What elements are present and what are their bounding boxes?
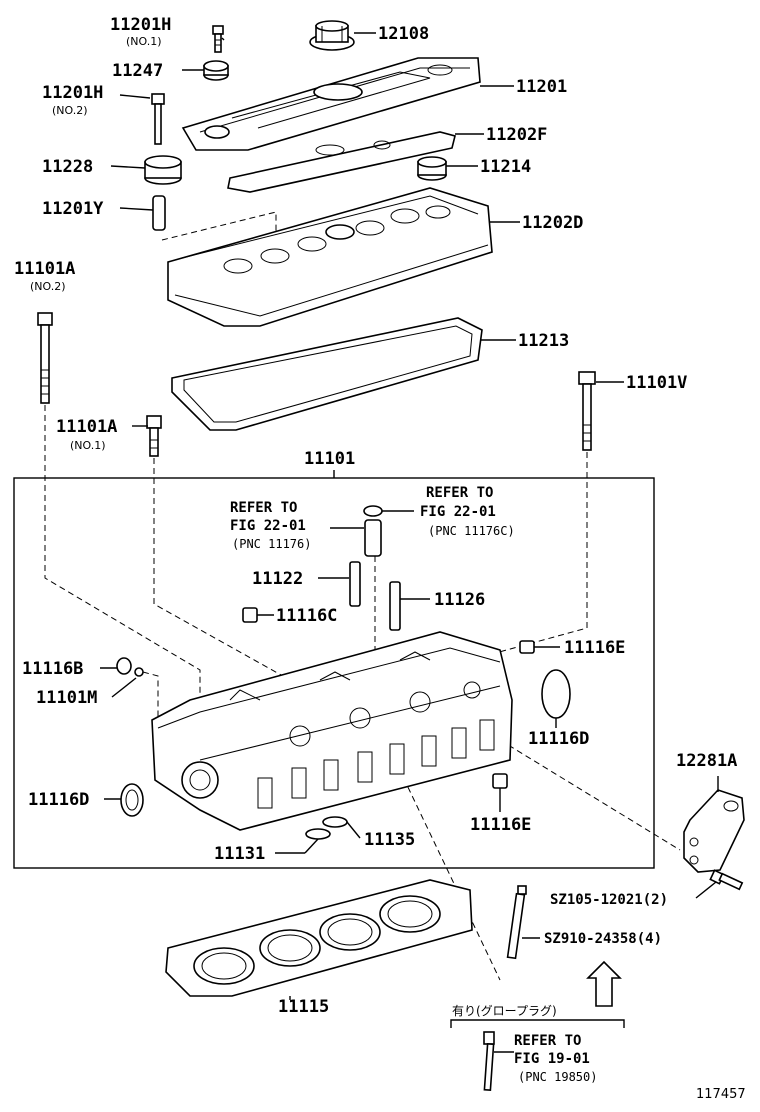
- part-label-11101m: 11101M: [36, 688, 97, 708]
- part-label-11116e-bottom: 11116E: [470, 815, 531, 835]
- standard-part-sz105: SZ105-12021(2): [550, 892, 668, 908]
- bolt-11101v-drawing: [578, 371, 596, 451]
- part-label-11247: 11247: [112, 61, 163, 81]
- part-note-11101a-no1: (NO.1): [70, 439, 106, 452]
- part-label-11116d-right: 11116D: [528, 729, 589, 749]
- head-cover-11201-drawing: [181, 57, 481, 151]
- part-label-11116d-left: 11116D: [28, 790, 89, 810]
- pin-11101m-drawing: [134, 667, 144, 677]
- bolt-sz105-drawing: [709, 869, 744, 891]
- glow-plug-note: 有り(グロープラグ): [452, 1004, 557, 1018]
- seal-11214-drawing: [417, 156, 447, 181]
- part-note-11201h-no1: (NO.1): [126, 35, 162, 48]
- part-label-11213: 11213: [518, 331, 569, 351]
- seal-11135-drawing: [322, 816, 348, 828]
- injector-seal-drawing: [363, 505, 383, 517]
- part-note-11201h-no2: (NO.2): [52, 104, 88, 117]
- plug-11116d-right-drawing: [541, 669, 571, 719]
- reference-2-line1: REFER TO: [426, 485, 493, 501]
- part-label-12281a: 12281A: [676, 751, 737, 771]
- grommet-11247-drawing: [203, 60, 229, 81]
- reference-3-line1: REFER TO: [514, 1033, 581, 1049]
- part-label-11228: 11228: [42, 157, 93, 177]
- part-note-11101a-no2: (NO.2): [30, 280, 66, 293]
- reference-2-line2: FIG 22-01: [420, 504, 496, 520]
- part-label-11135: 11135: [364, 830, 415, 850]
- reference-3-line3: (PNC 19850): [518, 1070, 597, 1084]
- cylinder-head-drawing: [151, 631, 513, 831]
- part-label-11101a-no2: 11101A: [14, 259, 75, 279]
- part-label-11201h-no2: 11201H: [42, 83, 103, 103]
- part-label-11115: 11115: [278, 997, 329, 1017]
- direction-arrow-up-icon: [586, 960, 622, 1007]
- seal-11116d-left-drawing: [120, 783, 144, 817]
- grommet-11228-drawing: [144, 155, 182, 185]
- plug-11116c-drawing: [242, 607, 258, 623]
- spacer-11201y-drawing: [152, 195, 166, 231]
- reference-1-line2: FIG 22-01: [230, 518, 306, 534]
- glow-plug-drawing: [483, 1031, 495, 1092]
- plug-11116e-top-drawing: [519, 640, 535, 654]
- reference-1-line1: REFER TO: [230, 500, 297, 516]
- gasket-11202f-drawing: [227, 131, 456, 193]
- part-label-11214: 11214: [480, 157, 531, 177]
- part-label-11131: 11131: [214, 844, 265, 864]
- gasket-11213-drawing: [171, 317, 483, 431]
- injector-sleeve-drawing: [364, 519, 382, 557]
- bolt-11101a-no1-drawing: [146, 415, 162, 457]
- part-label-11116c: 11116C: [276, 606, 337, 626]
- part-label-11116b: 11116B: [22, 659, 83, 679]
- plug-11116e-bottom-drawing: [492, 773, 508, 789]
- part-label-11201y: 11201Y: [42, 199, 104, 219]
- head-gasket-11115-drawing: [165, 879, 473, 997]
- part-label-11201h-no1: 11201H: [110, 15, 171, 35]
- reference-3-line2: FIG 19-01: [514, 1051, 590, 1067]
- illustration-code: 117457: [696, 1087, 746, 1102]
- sleeve-11122-drawing: [349, 561, 361, 607]
- reference-1-line3: (PNC 11176): [232, 537, 311, 551]
- part-label-11101a-no1: 11101A: [56, 417, 117, 437]
- guide-11126-drawing: [389, 581, 401, 631]
- bolt-11201h-no2-drawing: [151, 93, 165, 145]
- stud-sz910-drawing: [506, 885, 527, 960]
- standard-part-sz910: SZ910-24358(4): [544, 931, 662, 947]
- oil-filler-cap-drawing: [309, 20, 355, 51]
- part-label-11101v: 11101V: [626, 373, 687, 393]
- reference-2-line3: (PNC 11176C): [428, 524, 515, 538]
- seal-11131-drawing: [305, 828, 331, 840]
- head-cover-11202d-drawing: [167, 187, 493, 327]
- part-label-12108: 12108: [378, 24, 429, 44]
- part-label-11101: 11101: [304, 449, 355, 469]
- bolt-11201h-no1-drawing: [212, 25, 224, 53]
- bracket-12281a-drawing: [683, 789, 745, 873]
- plug-11116b-drawing: [116, 657, 132, 675]
- part-label-11116e-top: 11116E: [564, 638, 625, 658]
- part-label-11126: 11126: [434, 590, 485, 610]
- part-label-11122: 11122: [252, 569, 303, 589]
- part-label-11202f: 11202F: [486, 125, 547, 145]
- part-label-11201: 11201: [516, 77, 567, 97]
- bolt-11101a-no2-drawing: [37, 312, 53, 404]
- part-label-11202d: 11202D: [522, 213, 583, 233]
